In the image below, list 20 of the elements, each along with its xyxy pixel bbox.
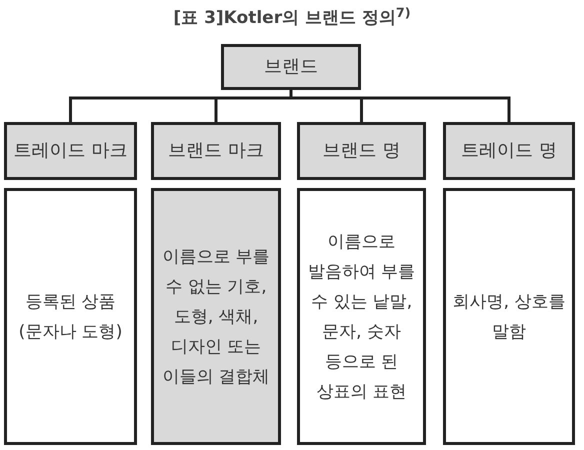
root-box	[221, 44, 361, 90]
definition-text: 회사명, 상호를 말함	[452, 290, 566, 344]
category-box	[443, 122, 575, 180]
category-box	[297, 122, 426, 180]
definition-box	[4, 188, 137, 445]
definition-text: 이름으로 발음하여 부를 수 있는 낱말, 문자, 숫자 등으로 된 상표의 표현	[306, 230, 416, 404]
definition-box	[443, 188, 575, 445]
category-label: 브랜드 명	[322, 139, 400, 163]
category-label: 브랜드	[264, 55, 318, 79]
category-box	[151, 122, 281, 180]
category-box	[4, 122, 137, 180]
table-title: [표 3]Kotler의 브랜드 정의$^{7)}$	[172, 6, 412, 30]
connector-line	[290, 90, 510, 122]
definition-text: 등록된 상품 (문자나 도형)	[18, 290, 124, 344]
definition-text: 이름으로 부를 수 없는 기호, 도형, 색채, 디자인 또는 이들의 결합체	[161, 246, 271, 388]
definition-box	[151, 188, 281, 445]
definition-box	[297, 188, 426, 445]
category-label: 트레이드 명	[461, 139, 557, 163]
category-label: 브랜드 마크	[168, 139, 264, 163]
category-label: 트레이드 마크	[14, 139, 128, 163]
